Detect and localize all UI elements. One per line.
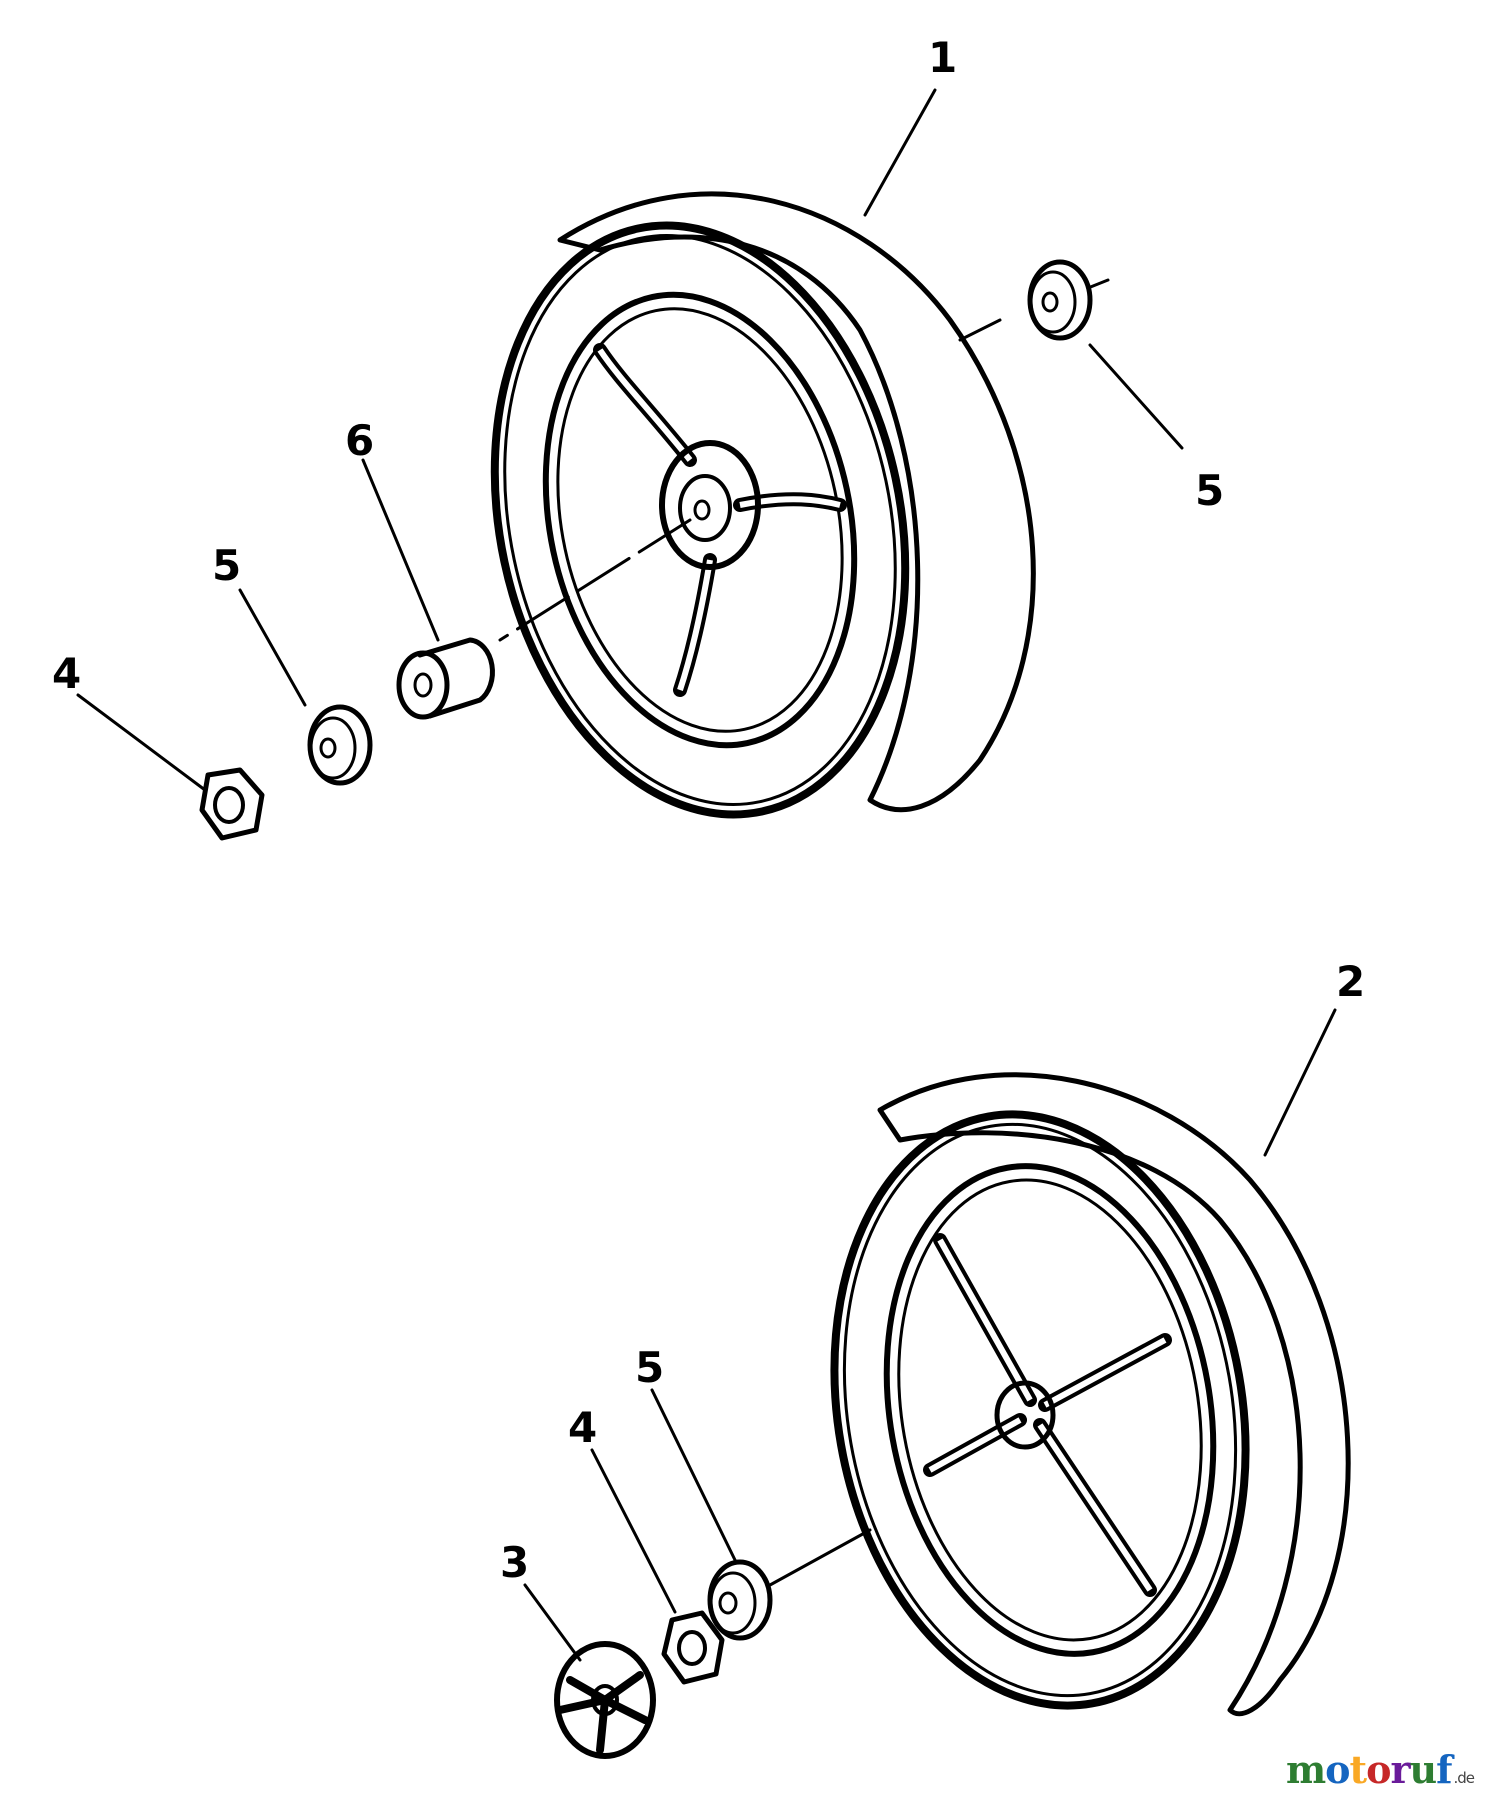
nut-lower [661,1610,725,1685]
callout-hub-cap: 3 [500,1538,529,1587]
lower-wheel [768,1072,1351,1717]
upper-wheel [490,191,1036,819]
watermark-letter: m [1285,1747,1326,1792]
washer-lower [707,1559,773,1641]
watermark-letter: o [1325,1747,1350,1792]
callout-leaders [76,88,1337,1662]
callout-spacer: 6 [345,416,374,465]
watermark-letter: f [1436,1747,1452,1792]
watermark-letter: r [1390,1747,1410,1792]
watermark-logo: motoruf.de [1285,1747,1475,1792]
watermark-tld: .de [1453,1769,1475,1787]
watermark-letter: o [1366,1747,1391,1792]
hub-cap [554,1641,656,1759]
watermark-letter: t [1349,1747,1368,1792]
callout-washer-lower: 5 [635,1343,664,1392]
callout-washer-upper-left: 5 [212,541,241,590]
spacer [396,637,495,720]
nut-upper [199,767,265,841]
callout-nut-upper: 4 [52,649,81,698]
callout-washer-upper-right: 5 [1195,466,1224,515]
washer-upper-left [307,704,373,786]
watermark-letter: u [1409,1747,1437,1792]
callout-upper-wheel: 1 [928,33,957,82]
callout-nut-lower: 4 [568,1403,597,1452]
washer-upper-right [1027,259,1110,341]
callout-lower-wheel: 2 [1336,957,1365,1006]
